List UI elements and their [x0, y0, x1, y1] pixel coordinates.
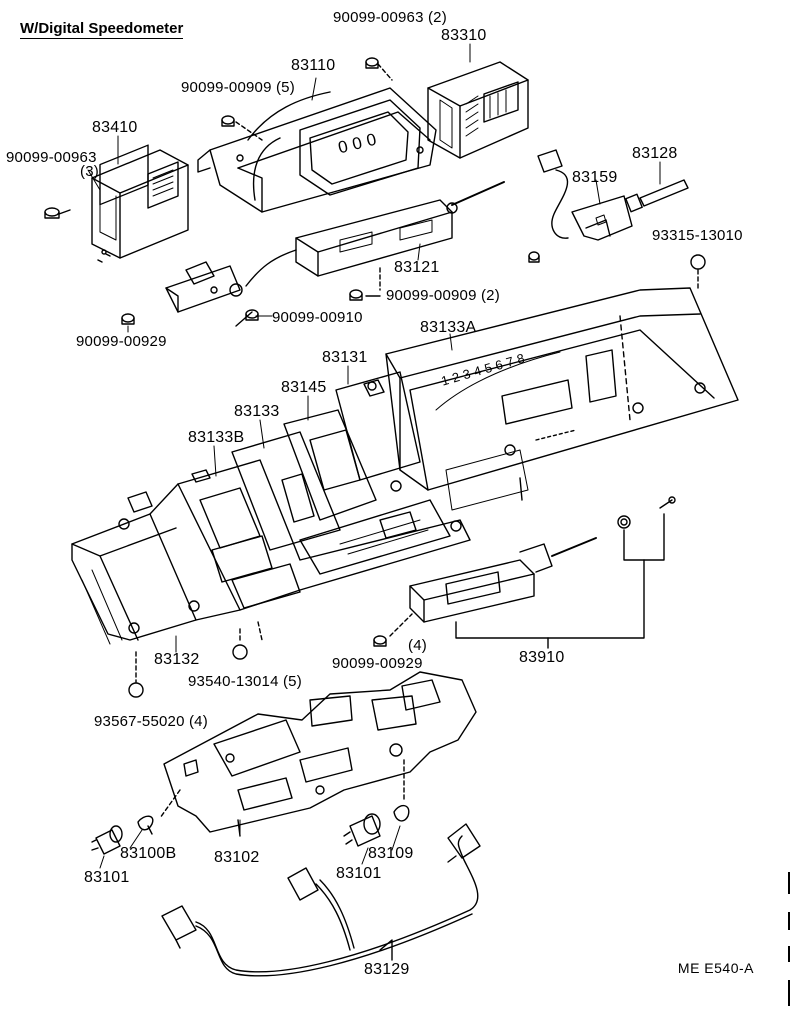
label-90099-00909-5: 90099-00909 (5) — [181, 79, 295, 96]
bulb-83100B — [137, 815, 154, 835]
label-83110: 83110 — [291, 57, 336, 74]
label-83129: 83129 — [364, 961, 410, 978]
label-90099-00963: 90099-00963 — [6, 149, 97, 166]
edge-mark — [788, 946, 790, 962]
label-90099-00910: 90099-00910 — [272, 309, 363, 326]
wire-harness-83129 — [161, 823, 481, 977]
edge-mark — [788, 980, 790, 1006]
label-90099-00909-2: 90099-00909 (2) — [386, 287, 500, 304]
socket-83101-right — [343, 813, 381, 847]
clip-93567-55020 — [128, 651, 144, 698]
clip-93540-13014 — [232, 621, 263, 660]
gauge-module-83910 — [409, 496, 676, 649]
screw-90099-00909-5 — [221, 115, 263, 141]
label-90099-00963-2: 90099-00963 (2) — [333, 9, 447, 26]
label-83100B: 83100B — [120, 845, 177, 862]
label-83131: 83131 — [322, 349, 368, 366]
lens-83133A — [385, 287, 739, 491]
bulb-83109 — [393, 805, 410, 822]
label-83121: 83121 — [394, 259, 440, 276]
label-83133A: 83133A — [420, 319, 477, 336]
label-93315-13010: 93315-13010 — [652, 227, 743, 244]
housing-stack — [71, 371, 529, 645]
screw-90099-00929-bottom — [373, 613, 413, 647]
socket-83101-left — [91, 825, 123, 855]
label-83101-right: 83101 — [336, 865, 382, 882]
label-83132: 83132 — [154, 651, 200, 668]
label-83910: 83910 — [519, 649, 565, 666]
screw-90099-00963-left — [44, 207, 71, 219]
label-93540-13014: 93540-13014 (5) — [188, 673, 302, 690]
label-83101-left: 83101 — [84, 869, 130, 886]
leader-lines — [87, 43, 661, 959]
rod-83128 — [625, 179, 689, 213]
edge-mark — [788, 872, 790, 894]
label-83133: 83133 — [234, 403, 280, 420]
label-83310: 83310 — [441, 27, 487, 44]
edge-mark — [788, 912, 790, 930]
screw-90099-00910 — [235, 309, 259, 327]
label-83128: 83128 — [632, 145, 678, 162]
label-90099-00929-left: 90099-00929 — [76, 333, 167, 350]
circuit-board-83102 — [159, 671, 477, 837]
label-83145: 83145 — [281, 379, 327, 396]
screw-90099-00929-left — [121, 313, 135, 325]
label-83133B: 83133B — [188, 429, 245, 446]
sensor-83121 — [165, 181, 505, 313]
screw-90099-00963-top — [365, 57, 393, 81]
gauge-83410 — [91, 144, 189, 263]
gauge-83310 — [427, 61, 529, 159]
label-93567-55020: 93567-55020 (4) — [94, 713, 208, 730]
label-83410: 83410 — [92, 119, 138, 136]
clip-93315-13010 — [690, 254, 706, 291]
label-83102: 83102 — [214, 849, 260, 866]
switch-83159 — [528, 149, 633, 263]
label-qty-4: (4) — [408, 637, 427, 654]
label-90099-00929-bottom: 90099-00929 — [332, 655, 423, 672]
label-qty-3: (3) — [80, 163, 99, 180]
diagram-code: ME E540-A — [677, 960, 754, 976]
diagram-title: W/Digital Speedometer — [20, 20, 184, 39]
speedometer-housing-83110 — [197, 87, 437, 213]
label-83109: 83109 — [368, 845, 414, 862]
screw-90099-00909-2 — [349, 267, 381, 301]
label-83159: 83159 — [572, 169, 618, 186]
